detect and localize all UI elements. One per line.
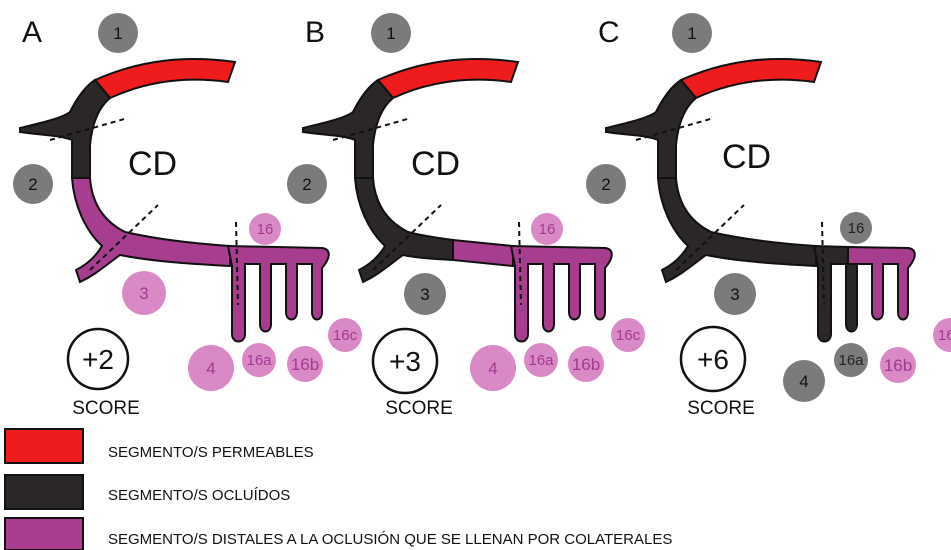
segment-1-permeable bbox=[378, 59, 518, 98]
segment-1-permeable bbox=[95, 59, 235, 98]
marker-16c-label: 16c bbox=[616, 327, 641, 344]
marker-16-label: 16 bbox=[848, 220, 865, 237]
marker-16b-label: 16b bbox=[291, 355, 319, 374]
score-label: SCORE bbox=[385, 398, 453, 419]
marker-16a-label: 16a bbox=[528, 352, 554, 369]
segment-3-occluded bbox=[658, 178, 816, 282]
marker-16c-label: 16c bbox=[938, 327, 951, 344]
segment-4-16-collateral bbox=[511, 246, 612, 342]
marker-16b-label: 16b bbox=[884, 356, 912, 375]
marker-4-label: 4 bbox=[206, 359, 215, 378]
marker-1-label: 1 bbox=[386, 24, 395, 43]
marker-16a-label: 16a bbox=[838, 352, 864, 369]
segment-4-16-collateral bbox=[228, 246, 329, 342]
score-value: +6 bbox=[697, 344, 729, 375]
panel-b: B CD 1 2 3 4 16 16a 16b 16c +3 SCORE bbox=[287, 13, 645, 419]
marker-16b-label: 16b bbox=[572, 355, 600, 374]
marker-3-label: 3 bbox=[730, 285, 739, 304]
segment-2-occluded bbox=[303, 80, 393, 178]
marker-1-label: 1 bbox=[687, 24, 696, 43]
legend-swatch-occluded bbox=[5, 475, 83, 509]
marker-2-label: 2 bbox=[28, 175, 37, 194]
score-value: +3 bbox=[389, 346, 421, 377]
marker-1-label: 1 bbox=[113, 24, 122, 43]
score-label: SCORE bbox=[687, 398, 755, 419]
marker-2-label: 2 bbox=[302, 175, 311, 194]
marker-2-label: 2 bbox=[601, 175, 610, 194]
cd-label: CD bbox=[411, 145, 460, 183]
marker-16-label: 16 bbox=[539, 221, 556, 238]
legend-label-permeable: SEGMENTO/S PERMEABLES bbox=[108, 444, 314, 461]
marker-16c-label: 16c bbox=[333, 327, 358, 344]
legend-swatch-permeable bbox=[5, 429, 83, 463]
segment-16-collateral bbox=[848, 247, 915, 320]
panel-letter: B bbox=[305, 16, 325, 49]
score-value: +2 bbox=[82, 344, 114, 375]
cd-label: CD bbox=[722, 138, 771, 176]
legend: SEGMENTO/S PERMEABLES SEGMENTO/S OCLUÍDO… bbox=[5, 429, 672, 550]
marker-4-label: 4 bbox=[488, 359, 497, 378]
legend-label-occluded: SEGMENTO/S OCLUÍDOS bbox=[108, 487, 290, 504]
score-label: SCORE bbox=[72, 398, 140, 419]
panel-letter: A bbox=[22, 16, 42, 49]
segment-2-occluded bbox=[20, 80, 110, 178]
panel-letter: C bbox=[598, 16, 620, 49]
panel-a: A CD 1 2 3 4 16 16a 16b 16c +2 SCORE bbox=[13, 13, 362, 419]
segment-3-occluded bbox=[355, 178, 453, 282]
segment-3-collateral bbox=[72, 178, 230, 282]
segment-1-permeable bbox=[681, 59, 821, 98]
segment-3-distal-collateral bbox=[453, 240, 513, 266]
marker-4-label: 4 bbox=[799, 372, 808, 391]
marker-16-label: 16 bbox=[257, 221, 274, 238]
legend-swatch-collateral bbox=[5, 518, 83, 550]
marker-3-label: 3 bbox=[420, 285, 429, 304]
panel-c: C CD 1 2 3 4 16 16a 16b 16c +6 SCORE bbox=[586, 13, 951, 419]
marker-3-label: 3 bbox=[139, 284, 148, 303]
segment-2-occluded bbox=[606, 80, 696, 178]
legend-label-collateral: SEGMENTO/S DISTALES A LA OCLUSIÓN QUE SE… bbox=[108, 531, 672, 548]
cd-label: CD bbox=[128, 145, 177, 183]
marker-16a-label: 16a bbox=[246, 352, 272, 369]
